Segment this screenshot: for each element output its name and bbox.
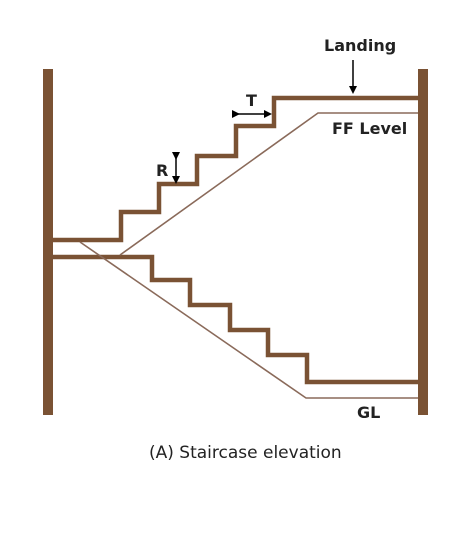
figure-caption: (A) Staircase elevation <box>149 443 342 463</box>
lower-stair-outline <box>53 254 418 385</box>
riser-label: R <box>156 161 168 180</box>
ff-level-line <box>119 112 418 256</box>
ff-level-label: FF Level <box>332 119 407 138</box>
ground-level-label: GL <box>357 403 380 422</box>
upper-stair-outline <box>53 95 418 243</box>
landing-label: Landing <box>324 36 396 55</box>
tread-label: T <box>246 91 257 110</box>
left-wall <box>43 69 53 415</box>
ground-level-line <box>79 241 418 399</box>
right-wall <box>418 69 428 415</box>
